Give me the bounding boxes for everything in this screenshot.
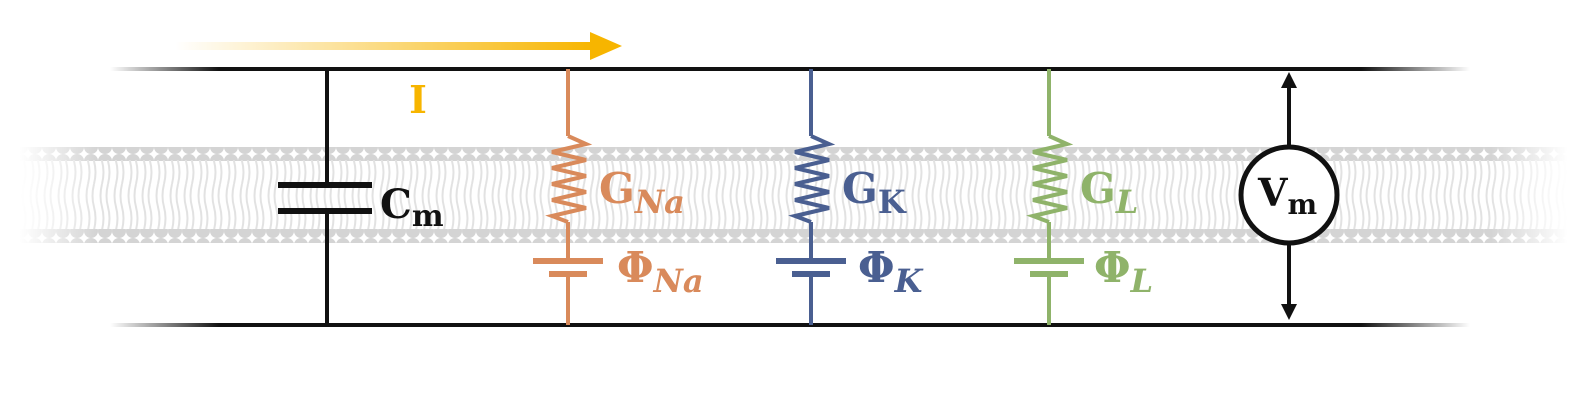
voltmeter-label: Vm — [1257, 170, 1317, 221]
sodium-branch — [533, 69, 603, 325]
voltmeter — [1238, 72, 1340, 320]
leak-g-main: G — [1080, 164, 1116, 213]
capacitor — [278, 69, 372, 325]
potassium-phi-main: Φ — [858, 243, 895, 292]
leak-phi-main: Φ — [1094, 243, 1131, 292]
sodium-g-sub: Na — [634, 183, 685, 221]
sodium-phi-main: Φ — [617, 243, 654, 292]
sodium-phi-sub: Na — [653, 262, 704, 300]
current-label: I — [409, 77, 427, 122]
potassium-g-main: G — [842, 164, 878, 213]
capacitor-label: Cm — [380, 181, 444, 234]
sodium-conductance-label: GNa — [599, 164, 685, 221]
current-arrow — [175, 32, 622, 60]
capacitor-label-sub: m — [412, 199, 444, 234]
leak-phi-sub: L — [1130, 262, 1154, 300]
sodium-g-main: G — [599, 164, 635, 213]
leak-g-sub: L — [1115, 183, 1139, 221]
capacitor-label-main: C — [380, 181, 412, 228]
leak-potential-label: ΦL — [1094, 243, 1153, 300]
potassium-phi-sub: K — [894, 262, 924, 300]
sodium-potential-label: ΦNa — [617, 243, 704, 300]
potassium-branch — [776, 69, 846, 325]
voltmeter-label-main: V — [1257, 170, 1289, 215]
leak-branch — [1014, 69, 1084, 325]
potassium-conductance-label: GK — [842, 164, 907, 221]
voltmeter-label-sub: m — [1287, 188, 1317, 221]
potassium-g-sub: K — [878, 183, 907, 221]
leak-conductance-label: GL — [1080, 164, 1138, 221]
bottom-rail — [110, 323, 1470, 327]
top-rail — [110, 67, 1470, 71]
potassium-potential-label: ΦK — [858, 243, 924, 300]
